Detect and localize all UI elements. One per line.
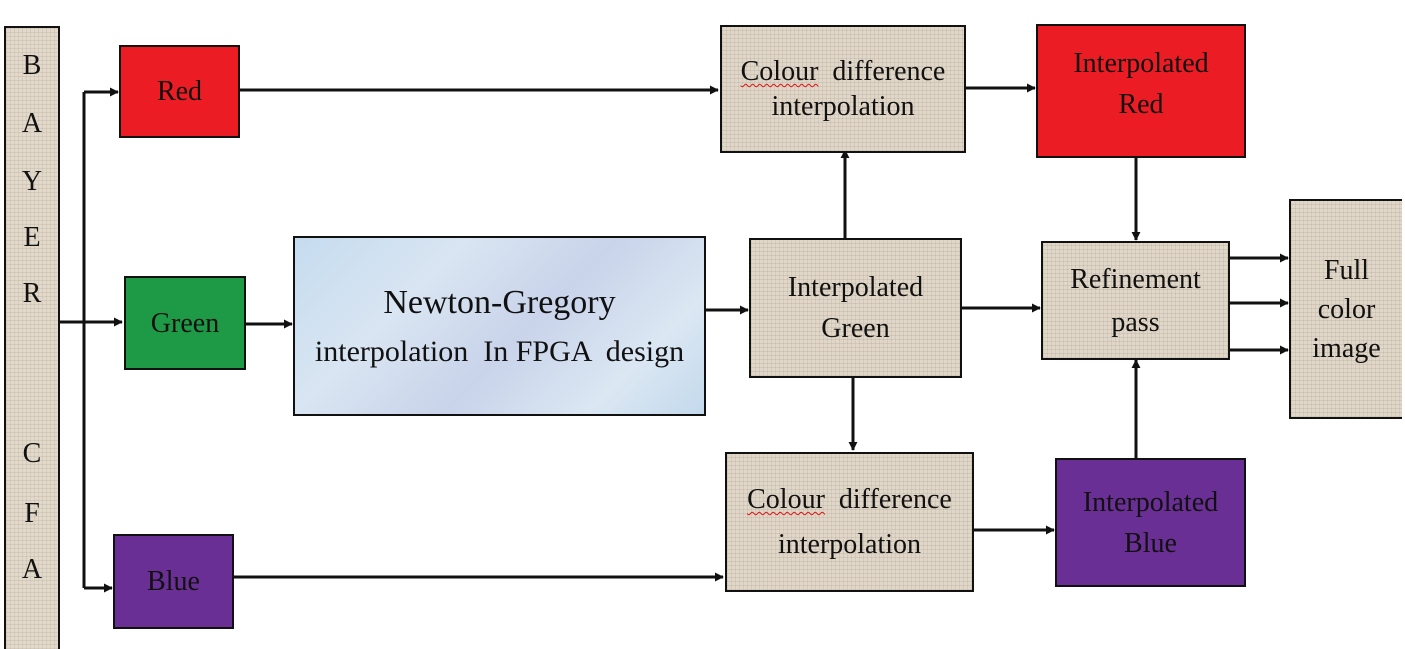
bayer-letter: Y (21, 166, 43, 197)
interpolated-red-box: Interpolated Red (1036, 24, 1246, 158)
blue-channel-label: Blue (147, 566, 200, 597)
output-line2: color (1317, 293, 1376, 325)
refinement-line2: pass (1111, 306, 1160, 338)
bayer-letter: A (21, 554, 43, 585)
bayer-letter: R (22, 278, 42, 309)
green-channel-box: Green (124, 276, 246, 370)
interpolated-green-box: Interpolated Green (749, 238, 962, 378)
cdi-bottom-word-colour: Colour (747, 484, 825, 515)
interp-green-line1: Interpolated (787, 272, 924, 303)
cdi-bottom-word-difference: difference (838, 484, 952, 515)
cdi-top-word-colour: Colour (740, 56, 819, 87)
newton-title: Newton-Gregory (383, 284, 616, 321)
refinement-line1: Refinement (1070, 263, 1201, 295)
bayer-letter: F (24, 498, 40, 529)
bayer-letter: C (22, 438, 42, 469)
cdi-top-word-difference: difference (832, 56, 946, 87)
newton-gregory-box: Newton-Gregory interpolation In FPGA des… (293, 236, 706, 416)
interp-red-line1: Interpolated (1073, 48, 1209, 79)
cdi-top-line1: Colour difference (741, 54, 946, 89)
bayer-letter: A (21, 108, 43, 139)
blue-channel-box: Blue (113, 534, 234, 629)
output-line1: Full (1323, 254, 1370, 286)
interp-blue-line2: Blue (1124, 527, 1177, 559)
full-color-image-box: Full color image (1289, 199, 1402, 419)
cdi-top-line2: interpolation (771, 91, 915, 122)
interp-green-line2: Green (821, 313, 890, 344)
output-line3: image (1312, 332, 1381, 364)
bayer-cfa-input: B A Y E R C F A (4, 26, 60, 649)
colour-difference-top-box: Colour difference interpolation (720, 25, 966, 153)
red-channel-label: Red (156, 76, 203, 107)
colour-difference-bottom-box: Colour difference interpolation (725, 452, 974, 592)
cdi-bottom-line1: Colour difference (747, 482, 952, 517)
bayer-letter: E (23, 222, 41, 253)
red-channel-box: Red (119, 45, 240, 138)
refinement-pass-box: Refinement pass (1041, 241, 1230, 360)
interp-blue-line1: Interpolated (1082, 486, 1219, 518)
interp-red-line2: Red (1118, 89, 1164, 120)
interpolated-blue-box: Interpolated Blue (1055, 458, 1246, 587)
cdi-bottom-line2: interpolation (777, 529, 922, 560)
bayer-letter: B (22, 50, 42, 81)
green-channel-label: Green (150, 307, 220, 339)
newton-subtitle: interpolation In FPGA design (314, 334, 685, 368)
